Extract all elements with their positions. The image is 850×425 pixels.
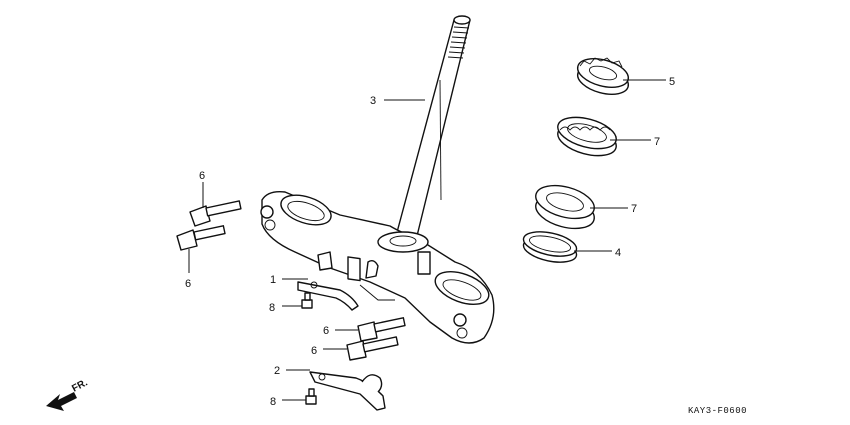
- steering-bearing-upper: [557, 116, 617, 157]
- callout-8-top: 8: [269, 302, 275, 314]
- bolt-low: [346, 336, 399, 361]
- front-arrow-icon: [46, 392, 77, 411]
- callout-7-upper: 7: [654, 136, 660, 148]
- diagram-code: KAY3-F0600: [688, 406, 747, 416]
- bolt-upper-left: [189, 200, 242, 227]
- dust-seal: [522, 231, 578, 263]
- callout-2: 2: [274, 365, 280, 377]
- callout-6-mid: 6: [323, 325, 329, 337]
- leader-lines: [188, 79, 666, 401]
- screw-bottom: [305, 388, 317, 405]
- callout-6-low: 6: [311, 345, 317, 357]
- hose-clamp: [297, 281, 359, 311]
- screw-top: [301, 292, 313, 309]
- callout-7-lower: 7: [631, 203, 637, 215]
- bolt-lower-left: [176, 225, 226, 251]
- bolt-mid: [357, 317, 406, 342]
- front-label: FR.: [70, 377, 90, 394]
- steering-bearing-lower: [535, 184, 595, 230]
- callout-3: 3: [370, 95, 376, 107]
- stem-nut: [576, 57, 630, 95]
- lower-triple-clamp: [260, 190, 495, 344]
- callout-8-bottom: 8: [270, 396, 276, 408]
- callout-1: 1: [270, 274, 276, 286]
- callout-5: 5: [669, 76, 675, 88]
- steering-stem-shaft: [395, 15, 471, 241]
- hose-guide-bracket: [309, 371, 386, 411]
- callout-4: 4: [615, 247, 621, 259]
- callout-6-left: 6: [185, 278, 191, 290]
- callout-6-top: 6: [199, 170, 205, 182]
- front-direction-indicator: FR.: [46, 377, 90, 411]
